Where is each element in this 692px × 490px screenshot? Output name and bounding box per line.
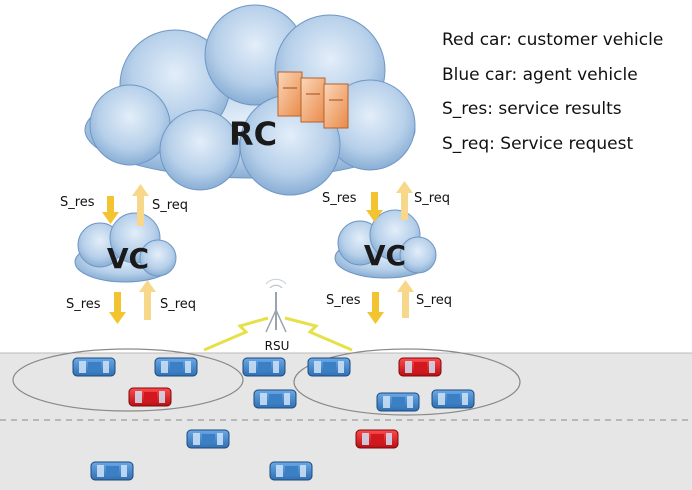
rc-label: RC: [229, 115, 277, 153]
s-req-label: S_req: [152, 198, 188, 213]
agent-vehicle-blue-car-icon: [431, 389, 475, 409]
s-req-label: S_req: [416, 293, 452, 308]
customer-vehicle-red-car-icon: [355, 429, 399, 449]
vehicular-cloud-range-left: [12, 348, 244, 412]
legend: Red car: customer vehicle Blue car: agen…: [442, 28, 690, 166]
agent-vehicle-blue-car-icon: [186, 429, 230, 449]
lightning-icon: [284, 316, 353, 352]
customer-vehicle-red-car-icon: [398, 357, 442, 377]
s-res-label: S_res: [66, 297, 101, 312]
vc-cloud-left: VC: [74, 212, 177, 283]
s-res-arrow-down: [109, 292, 126, 324]
s-res-label: S_res: [326, 293, 361, 308]
s-res-arrow-down: [366, 192, 383, 222]
s-req-label: S_req: [414, 191, 450, 206]
agent-vehicle-blue-car-icon: [307, 357, 351, 377]
s-req-arrow-up: [397, 280, 414, 318]
customer-vehicle-red-car-icon: [128, 387, 172, 407]
s-req-arrow-up: [396, 181, 413, 220]
rc-cloud: RC: [84, 4, 416, 196]
agent-vehicle-blue-car-icon: [154, 357, 198, 377]
vehicles: [72, 357, 475, 481]
vehicular-cloud-range-right: [293, 348, 521, 416]
s-res-arrow-down: [102, 196, 119, 224]
legend-item-blue-car: Blue car: agent vehicle: [442, 64, 638, 85]
agent-vehicle-blue-car-icon: [72, 357, 116, 377]
s-req-arrow-up: [139, 280, 156, 320]
agent-vehicle-blue-car-icon: [376, 392, 420, 412]
vc-cloud-right: VC: [334, 209, 437, 279]
server-rack-icon: [277, 71, 349, 129]
agent-vehicle-blue-car-icon: [269, 461, 313, 481]
legend-item-s-res: S_res: service results: [442, 99, 622, 119]
antenna-icon: [265, 278, 287, 333]
agent-vehicle-blue-car-icon: [253, 389, 297, 409]
lightning-icon: [203, 316, 269, 352]
s-res-label: S_res: [322, 191, 357, 206]
arrows: S_res S_req S_res S_req S_res S_req S_re…: [60, 181, 452, 324]
vc-label-left: VC: [107, 242, 149, 275]
agent-vehicle-blue-car-icon: [90, 461, 134, 481]
rsu: RSU: [203, 278, 353, 353]
legend-item-red-car: Red car: customer vehicle: [442, 30, 664, 50]
s-res-arrow-down: [367, 292, 384, 324]
s-res-label: S_res: [60, 195, 95, 210]
legend-item-s-req: S_req: Service request: [442, 133, 634, 154]
vc-label-right: VC: [364, 239, 406, 272]
s-req-arrow-up: [132, 184, 149, 226]
rsu-label: RSU: [265, 339, 290, 353]
agent-vehicle-blue-car-icon: [242, 357, 286, 377]
s-req-label: S_req: [160, 297, 196, 312]
